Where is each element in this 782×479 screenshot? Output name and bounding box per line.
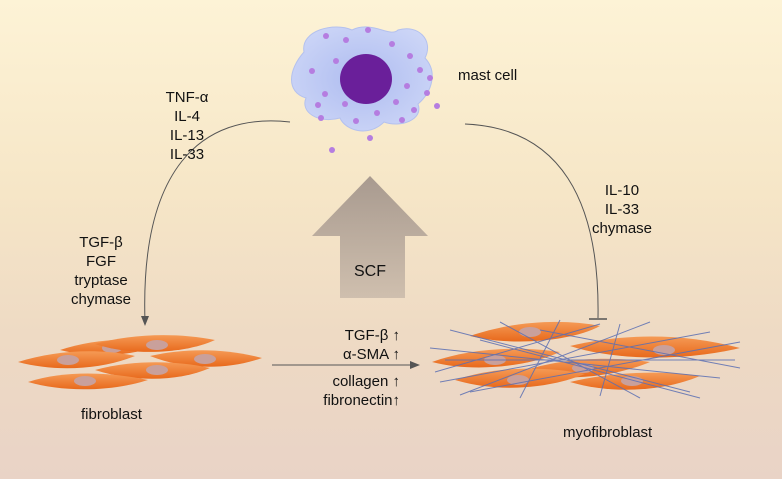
factor-chymase-right: chymase	[591, 220, 653, 237]
up-arrow-icon: ↑	[392, 346, 401, 363]
factor-tnf-alpha: TNF-α	[165, 89, 209, 106]
factor-il-10: IL-10	[604, 182, 640, 199]
inhibit-mast-to-myofibroblast	[464, 123, 607, 320]
fibroblast-cell	[18, 351, 135, 369]
arrow-mast-to-fibroblast	[141, 120, 291, 326]
factor-tgf-beta: TGF-β	[79, 234, 123, 251]
scf-label: SCF	[354, 263, 386, 280]
marker-collagen: collagen ↑	[332, 373, 401, 390]
up-arrow-icon: ↑	[392, 327, 401, 344]
factor-il-4: IL-4	[174, 108, 200, 125]
mast-cell-granules	[309, 27, 440, 153]
mast-cell-label: mast cell	[458, 67, 518, 84]
fibroblast-factors: TGF-β FGF tryptase chymase	[71, 233, 131, 309]
factor-chymase: chymase	[70, 291, 132, 308]
marker-tgf-beta: TGF-β ↑	[344, 327, 401, 344]
myofibroblast-cluster	[429, 319, 741, 399]
fibroblast-cell	[28, 373, 148, 390]
factor-fgf: FGF	[86, 253, 116, 270]
myofibroblast-label: myofibroblast	[563, 424, 653, 441]
factor-il-33: IL-33	[169, 146, 205, 163]
arrow-fibroblast-to-myofibroblast	[272, 361, 420, 369]
collagen-fibers	[429, 319, 741, 399]
up-arrow-icon: ↑	[392, 373, 401, 390]
fibroblast-cell	[95, 362, 210, 379]
fibroblast-cluster	[18, 335, 262, 390]
marker-fibronectin: fibronectin↑	[323, 392, 401, 409]
up-arrow-icon: ↑	[392, 392, 401, 409]
marker-alpha-sma: α-SMA ↑	[342, 346, 401, 363]
transition-markers: TGF-β ↑ α-SMA ↑ collagen ↑ fibronectin↑	[318, 326, 400, 410]
factor-tryptase: tryptase	[74, 272, 128, 289]
fibroblast-cell	[150, 350, 262, 367]
factor-il-33-right: IL-33	[604, 201, 640, 218]
myofibroblast-cell	[470, 321, 600, 342]
left-arrow-factors: TNF-α IL-4 IL-13 IL-33	[166, 88, 209, 164]
factor-il-13: IL-13	[169, 127, 205, 144]
fibroblast-cell	[95, 335, 215, 352]
fibroblast-label: fibroblast	[81, 406, 142, 423]
mast-cell-nucleus	[340, 54, 392, 104]
right-arrow-factors: IL-10 IL-33 chymase	[592, 181, 652, 238]
scf-arrow	[312, 176, 428, 298]
mast-cell	[291, 26, 440, 153]
